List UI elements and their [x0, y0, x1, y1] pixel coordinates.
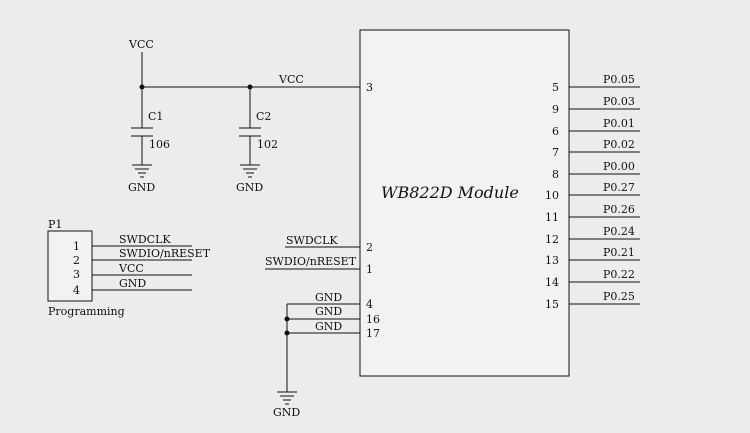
vcc-rail-label: VCC [278, 73, 304, 86]
power-section: VCC VCC C1 106 GND [128, 38, 360, 194]
module-pin-number: 1 [366, 263, 373, 276]
p1-pin-number: 4 [73, 284, 80, 297]
module-pin-number: 5 [552, 81, 559, 94]
p1-net-label: VCC [118, 262, 144, 275]
module-right-pins: 5 P0.05 9 P0.03 6 P0.01 7 P0.02 8 P0.00 … [545, 73, 640, 311]
module-pin-number: 17 [366, 327, 380, 340]
module-pin-number: 11 [545, 211, 559, 224]
module-gnd-label: GND [273, 406, 300, 419]
connector-p1: P1 Programming 1 2 3 4 SWDCLK SWDIO/nRES… [47, 218, 211, 318]
p1-ref: P1 [48, 218, 62, 231]
gpio-net-label: P0.02 [603, 138, 635, 151]
module-net-label: SWDCLK [286, 234, 338, 247]
p1-net-label: SWDIO/nRESET [119, 247, 211, 260]
module-pin-number: 4 [366, 298, 373, 311]
junction-dot [284, 316, 290, 322]
junction-dot [284, 330, 290, 336]
gpio-net-label: P0.05 [603, 73, 635, 86]
gpio-net-label: P0.25 [603, 290, 635, 303]
module-pin-number: 16 [366, 313, 380, 326]
gpio-net-label: P0.00 [603, 160, 635, 173]
module-net-label: GND [315, 291, 342, 304]
gpio-net-label: P0.22 [603, 268, 635, 281]
module-net-label: SWDIO/nRESET [265, 255, 357, 268]
p1-pin-number: 1 [73, 240, 80, 253]
gpio-net-label: P0.24 [603, 225, 635, 238]
module-title: WB822D Module [381, 183, 519, 202]
module-net-label: GND [315, 320, 342, 333]
gpio-net-label: P0.27 [603, 181, 635, 194]
gpio-net-label: P0.26 [603, 203, 635, 216]
module-body [359, 29, 570, 377]
module-net-label: GND [315, 305, 342, 318]
module-left-pins: 3 SWDCLK 2 SWDIO/nRESET 1 GND GND GND 4 … [265, 81, 380, 419]
c2-value: 102 [257, 138, 278, 151]
ground-symbol [277, 391, 297, 405]
capacitor-c1: C1 106 GND [128, 87, 170, 194]
module-pin-number: 2 [366, 241, 373, 254]
gpio-net-label: P0.01 [603, 117, 635, 130]
module-pin-number: 10 [545, 189, 559, 202]
module-pin-number: 6 [552, 125, 559, 138]
p1-body [47, 230, 93, 302]
module-pin-number: 13 [545, 254, 559, 267]
c1-gnd-label: GND [128, 181, 155, 194]
capacitor-c2: C2 102 GND [236, 87, 278, 194]
p1-pin-number: 3 [73, 268, 80, 281]
p1-net-label: GND [119, 277, 146, 290]
c2-gnd-label: GND [236, 181, 263, 194]
module-pin-number: 3 [366, 81, 373, 94]
p1-pin-number: 2 [73, 254, 80, 267]
module-pin-number: 12 [545, 233, 559, 246]
module-wb822d: WB822D Module [359, 29, 570, 377]
c2-ref: C2 [256, 110, 271, 123]
module-pin-number: 8 [552, 168, 559, 181]
vcc-top-label: VCC [128, 38, 154, 51]
c1-ref: C1 [148, 110, 163, 123]
module-pin-number: 15 [545, 298, 559, 311]
p1-net-label: SWDCLK [119, 233, 171, 246]
gpio-net-label: P0.21 [603, 246, 635, 259]
p1-name: Programming [48, 305, 125, 318]
c1-value: 106 [149, 138, 170, 151]
module-pin-number: 14 [545, 276, 559, 289]
gpio-net-label: P0.03 [603, 95, 635, 108]
module-pin-number: 7 [552, 146, 559, 159]
module-pin-number: 9 [552, 103, 559, 116]
